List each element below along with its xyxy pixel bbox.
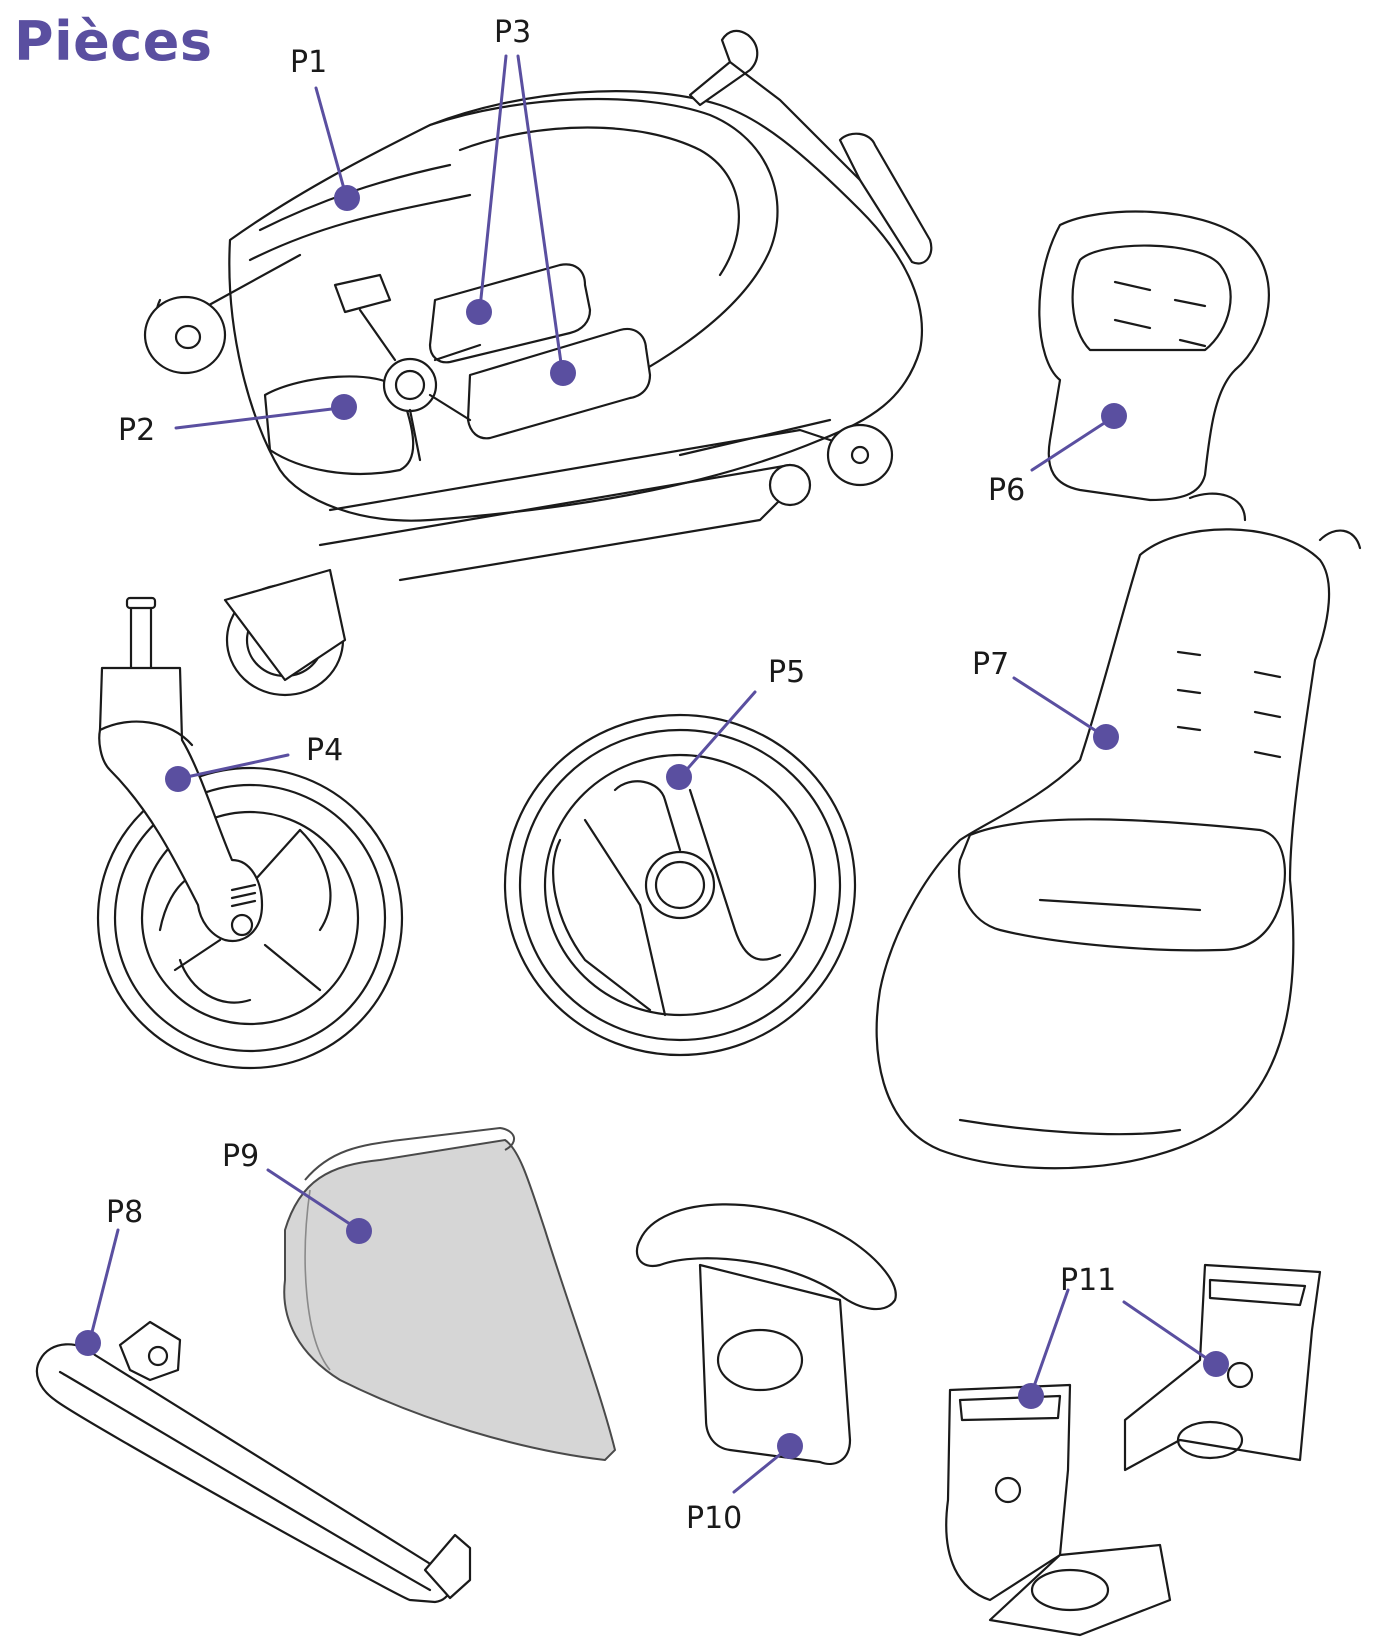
part-label-p7: P7 <box>972 647 1009 682</box>
head-cushion-drawing <box>1038 210 1270 502</box>
part-label-p10: P10 <box>686 1501 742 1536</box>
part-label-p3: P3 <box>494 15 531 50</box>
footmuff-drawing <box>875 492 1362 1170</box>
part-label-p11: P11 <box>1060 1263 1116 1298</box>
part-label-p6: P6 <box>988 473 1025 508</box>
part-label-p1: P1 <box>290 45 327 80</box>
front-wheel-drawing <box>96 596 404 1070</box>
folded-stroller-drawing <box>143 29 933 697</box>
callout-dot <box>1018 1383 1044 1409</box>
callout-dot <box>1101 403 1127 429</box>
callout-P1: P1 <box>290 45 360 211</box>
callout-P6: P6 <box>988 403 1127 508</box>
callout-P7: P7 <box>972 647 1119 750</box>
page-title: Pièces <box>14 10 213 73</box>
rain-cover-drawing <box>283 1126 617 1462</box>
callout-P9: P9 <box>222 1139 372 1244</box>
part-label-p2: P2 <box>118 413 155 448</box>
callout-dot <box>550 360 576 386</box>
callout-dot <box>1203 1351 1229 1377</box>
callout-dot <box>334 185 360 211</box>
callout-P5: P5 <box>666 655 805 790</box>
part-label-p4: P4 <box>306 733 343 768</box>
part-label-p8: P8 <box>106 1195 143 1230</box>
callout-P11: P11 <box>1018 1263 1229 1409</box>
bumper-bar-drawing <box>35 1320 472 1604</box>
callout-P2: P2 <box>118 394 357 448</box>
callout-dot <box>777 1433 803 1459</box>
callout-P3: P3 <box>466 15 576 386</box>
part-label-p9: P9 <box>222 1139 259 1174</box>
callout-P8: P8 <box>75 1195 143 1356</box>
part-label-p5: P5 <box>768 655 805 690</box>
callout-dot <box>346 1218 372 1244</box>
rear-wheel-drawing <box>503 713 857 1057</box>
callout-P10: P10 <box>686 1433 803 1536</box>
callout-dot <box>331 394 357 420</box>
callout-dot <box>165 766 191 792</box>
callout-dot <box>466 299 492 325</box>
armrest-drawing <box>635 1203 897 1466</box>
callout-dot <box>75 1330 101 1356</box>
callout-dot <box>666 764 692 790</box>
callout-dot <box>1093 724 1119 750</box>
adapters-drawing <box>945 1263 1322 1637</box>
callout-P4: P4 <box>165 733 343 792</box>
